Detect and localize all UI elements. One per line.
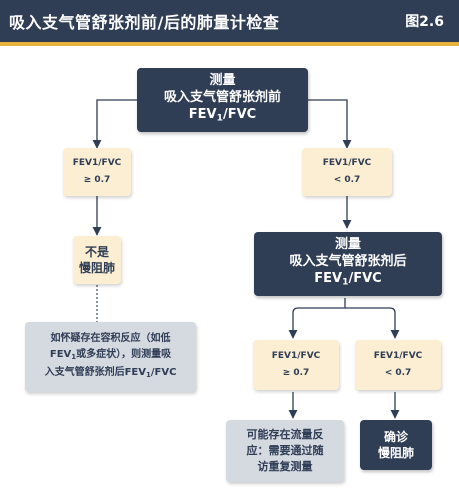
connector-post-to-high [288,298,346,339]
figure-number: 图2.6 [405,14,444,30]
volume-response-note-box: 如怀疑存在容积反应（如低 FEV1或多症状），则测量吸 入支气管舒张剂后FEV1… [25,322,196,392]
connector-pre-to-high [92,99,137,149]
measure-pre-line2: 吸入支气管舒张剂前 [163,90,281,106]
confirm-copd-line1: 确诊 [383,430,408,444]
ratio-post-low-value: < 0.7 [384,368,412,378]
flow-response-line2: 应：需要通过随 [246,444,324,457]
measure-post-bronchodilator-box: 测量 吸入支气管舒张剂后 FEV1/FVC [254,232,442,296]
ratio-post-high-box: FEV1/FVC ≥ 0.7 [253,340,339,390]
connector-pre-to-low [308,99,352,149]
confirm-copd-box: 确诊 慢阻肺 [360,420,432,470]
ratio-pre-low-box: FEV1/FVC < 0.7 [302,148,392,196]
flow-response-line3: 访重复测量 [257,460,313,473]
ratio-pre-low-value: < 0.7 [333,175,361,185]
flow-response-line1: 可能存在流量反 [246,428,324,441]
flow-response-box: 可能存在流量反 应：需要通过随 访重复测量 [226,420,344,482]
note-line3: 入支气管舒张剂后FEV1/FVC [44,367,177,379]
header-accent-line [0,42,459,46]
ratio-post-high-value: ≥ 0.7 [282,368,310,378]
ratio-post-high-label: FEV1/FVC [271,351,321,361]
measure-pre-line3: FEV1/FVC [188,107,257,124]
ratio-pre-high-value: ≥ 0.7 [83,175,111,185]
not-copd-line1: 不是 [84,245,109,259]
ratio-pre-high-box: FEV1/FVC ≥ 0.7 [63,148,131,196]
measure-pre-line1: 测量 [209,73,236,89]
measure-pre-bronchodilator-box: 测量 吸入支气管舒张剂前 FEV1/FVC [137,68,308,132]
measure-post-line3: FEV1/FVC [314,271,382,288]
not-copd-box: 不是 慢阻肺 [73,236,121,284]
note-line1: 如怀疑存在容积反应（如低 [50,333,171,345]
ratio-pre-low-label: FEV1/FVC [322,158,372,168]
figure-header: 吸入支气管舒张剂前/后的肺量计检查 图2.6 [0,0,459,42]
ratio-post-low-box: FEV1/FVC < 0.7 [355,340,441,390]
confirm-copd-line2: 慢阻肺 [377,446,414,460]
figure-title: 吸入支气管舒张剂前/后的肺量计检查 [9,13,280,32]
ratio-pre-high-label: FEV1/FVC [72,158,122,168]
not-copd-line2: 慢阻肺 [78,261,115,275]
note-line2: FEV1或多症状），则测量吸 [49,349,172,361]
measure-post-line2: 吸入支气管舒张剂后 [289,254,407,270]
connector-post-to-low [345,307,400,339]
measure-post-line1: 测量 [334,237,361,253]
ratio-post-low-label: FEV1/FVC [373,351,423,361]
